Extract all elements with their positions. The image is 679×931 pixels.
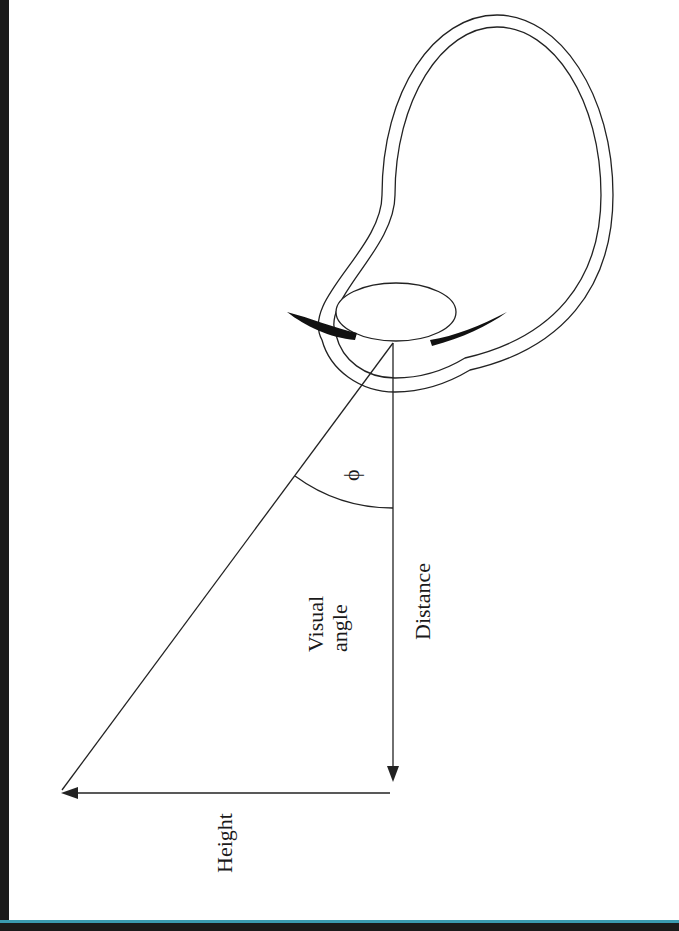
eyeball-inner-outline bbox=[334, 27, 601, 378]
frame-line bbox=[0, 920, 679, 923]
arrowhead bbox=[61, 787, 78, 799]
distance-label: Distance bbox=[411, 500, 435, 640]
distance-arrow bbox=[392, 343, 393, 778]
iris bbox=[430, 312, 507, 346]
arrowhead bbox=[387, 766, 399, 782]
iris bbox=[287, 312, 357, 340]
height-arrow bbox=[66, 792, 390, 793]
frame-strip bbox=[0, 920, 679, 931]
eyeball-outline bbox=[318, 15, 613, 392]
sight-line bbox=[62, 343, 393, 790]
height-label: Height bbox=[213, 773, 237, 873]
frame-strip bbox=[0, 0, 9, 931]
angle-label: Visual angle bbox=[304, 572, 352, 652]
angle-symbol: ϕ bbox=[340, 451, 364, 481]
